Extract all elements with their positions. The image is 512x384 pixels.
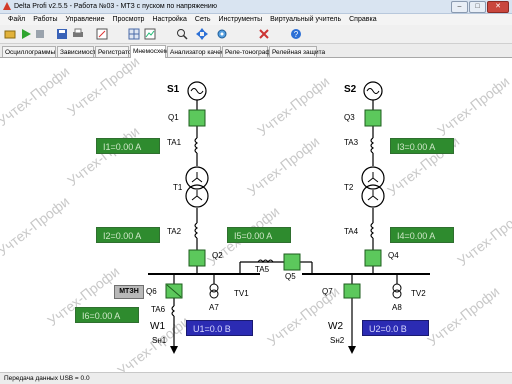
title-bar: Delta Profi v2.5.5 - Работа №03 - МТЗ с …	[0, 0, 512, 14]
menu-virtual-teacher[interactable]: Виртуальный учитель	[270, 16, 342, 23]
breaker-q5[interactable]	[283, 253, 301, 271]
move-icon[interactable]	[196, 28, 208, 40]
label-q1: Q1	[168, 113, 179, 122]
protection-mtzn-badge[interactable]: МТЗН	[114, 285, 144, 299]
mnemonic-canvas: Учтех-Профи Учтех-Профи Учтех-Профи Учте…	[0, 53, 512, 379]
status-text: Передача данных USB = 0.0	[4, 375, 90, 382]
label-ta1: TA1	[167, 138, 182, 147]
scale-icon[interactable]	[96, 28, 108, 40]
tab-mnemonic-diagrams[interactable]: Мнемосхемы	[130, 45, 173, 58]
label-ta6: TA6	[151, 305, 166, 314]
ct-ta5	[257, 259, 274, 264]
tab-strip: Осциллограммы Зависимости Регистратор Мн…	[0, 44, 512, 58]
source-s2[interactable]	[363, 81, 383, 101]
breaker-q2[interactable]	[188, 249, 206, 267]
clear-icon[interactable]	[258, 28, 270, 40]
label-q5: Q5	[285, 272, 296, 281]
ct-ta2	[194, 222, 199, 239]
label-ta2: TA2	[167, 227, 182, 236]
load-arrow-2	[348, 346, 356, 354]
stop-icon[interactable]	[34, 28, 46, 40]
label-s1: S1	[167, 84, 180, 95]
meter-i4: I4=0.00 A	[390, 227, 454, 243]
label-q3: Q3	[344, 113, 355, 122]
toolbar: ?	[0, 25, 512, 44]
ct-ta4	[370, 222, 375, 239]
menu-tools[interactable]: Инструменты	[218, 16, 263, 23]
breaker-q3[interactable]	[364, 109, 382, 127]
label-q6: Q6	[146, 287, 157, 296]
play-icon[interactable]	[20, 28, 32, 40]
single-line-diagram	[148, 81, 430, 354]
source-s1[interactable]	[187, 81, 207, 101]
label-q2: Q2	[212, 251, 223, 260]
label-tv2: TV2	[411, 289, 426, 298]
label-t2: T2	[344, 183, 354, 192]
menu-bar: Файл Работы Управление Просмотр Настройк…	[0, 14, 512, 25]
save-icon[interactable]	[56, 28, 68, 40]
label-sh1: Sн1	[152, 336, 167, 345]
ct-ta3	[370, 137, 375, 154]
tab-oscillograms[interactable]: Осциллограммы	[2, 46, 56, 57]
label-ta3: TA3	[344, 138, 359, 147]
label-q4: Q4	[388, 251, 399, 260]
menu-view[interactable]: Просмотр	[112, 16, 145, 23]
tab-recorder[interactable]: Регистратор	[95, 46, 135, 57]
menu-settings[interactable]: Настройка	[152, 16, 187, 23]
chart-icon[interactable]	[144, 28, 156, 40]
minimize-button[interactable]: –	[451, 1, 468, 13]
label-s2: S2	[344, 84, 357, 95]
help-icon[interactable]: ?	[290, 28, 302, 40]
app-logo-icon	[3, 2, 11, 10]
label-w1: W1	[150, 321, 165, 332]
label-a7: A7	[209, 303, 219, 312]
label-q7: Q7	[322, 287, 333, 296]
transformer-t2[interactable]	[361, 166, 385, 208]
window-title: Delta Profi v2.5.5 - Работа №03 - МТЗ с …	[14, 3, 218, 10]
menu-help[interactable]: Справка	[349, 16, 377, 23]
ct-ta1	[194, 137, 199, 154]
label-t1: T1	[173, 183, 183, 192]
print-icon[interactable]	[72, 28, 84, 40]
open-icon[interactable]	[4, 28, 16, 40]
meter-i1: I1=0.00 A	[96, 138, 160, 154]
label-sh2: Sн2	[330, 336, 345, 345]
maximize-button[interactable]: □	[469, 1, 486, 13]
meter-u1: U1=0.0 B	[186, 320, 253, 336]
breaker-q1[interactable]	[188, 109, 206, 127]
ct-ta6	[171, 305, 176, 317]
ammeter-a8	[392, 283, 402, 299]
grid-icon[interactable]	[128, 28, 140, 40]
tab-quality-analyzer[interactable]: Анализатор качества	[167, 46, 234, 57]
label-tv1: TV1	[234, 289, 249, 298]
settings-icon[interactable]	[216, 28, 228, 40]
meter-i2: I2=0.00 A	[96, 227, 160, 243]
breaker-q7[interactable]	[343, 283, 361, 299]
meter-i6: I6=0.00 A	[75, 307, 139, 323]
menu-control[interactable]: Управление	[65, 16, 105, 23]
menu-file[interactable]: Файл	[8, 16, 26, 23]
load-arrow-1	[170, 346, 178, 354]
tab-dependencies[interactable]: Зависимости	[57, 46, 99, 57]
breaker-q4[interactable]	[364, 249, 382, 267]
ammeter-a7	[209, 283, 219, 299]
menu-network[interactable]: Сеть	[194, 16, 211, 23]
menu-works[interactable]: Работы	[33, 16, 58, 23]
label-a8: A8	[392, 303, 402, 312]
status-bar: Передача данных USB = 0.0	[0, 372, 512, 384]
label-ta5: TA5	[255, 265, 270, 274]
label-ta4: TA4	[344, 227, 359, 236]
meter-i3: I3=0.00 A	[390, 138, 454, 154]
svg-text:?: ?	[294, 30, 299, 39]
close-button[interactable]: ✕	[487, 1, 509, 13]
meter-u2: U2=0.0 B	[362, 320, 429, 336]
zoom-icon[interactable]	[176, 28, 188, 40]
tab-relay-tonograph[interactable]: Реле-тонограф	[222, 46, 271, 57]
label-w2: W2	[328, 321, 343, 332]
meter-i5: I5=0.00 A	[227, 227, 291, 243]
transformer-t1[interactable]	[185, 166, 209, 208]
tab-relay-protection[interactable]: Релейная защита	[269, 46, 325, 57]
